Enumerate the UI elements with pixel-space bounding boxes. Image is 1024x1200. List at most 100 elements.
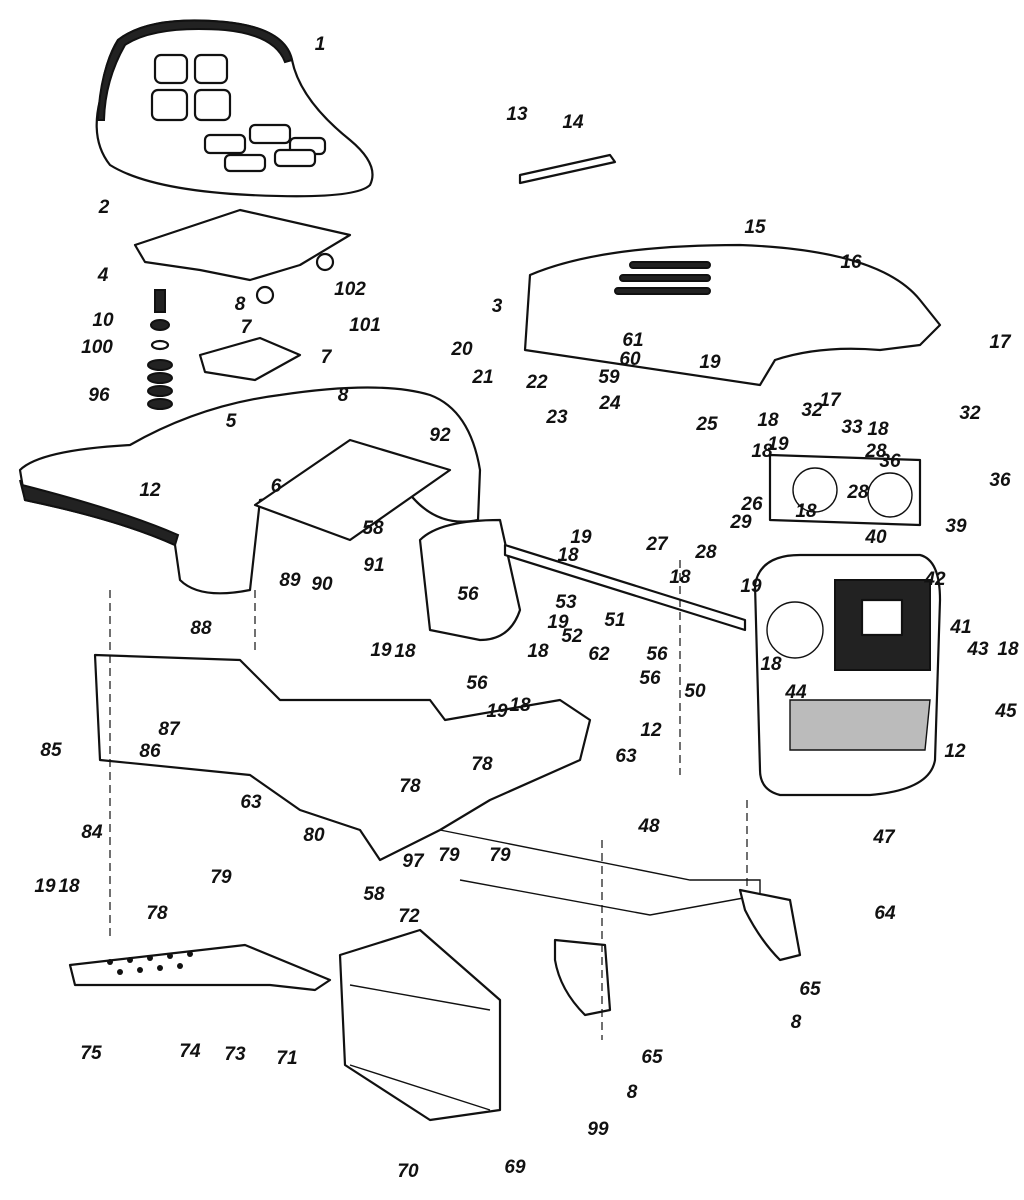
part-number-label: 13 xyxy=(506,104,528,125)
part-number-label: 102 xyxy=(334,279,366,300)
seat xyxy=(95,19,374,198)
part-number-label: 61 xyxy=(622,330,644,351)
part-number-label: 12 xyxy=(640,720,662,741)
part-number-label: 56 xyxy=(457,584,479,605)
part-number-label: 28 xyxy=(695,542,717,563)
part-number-label: 99 xyxy=(587,1119,609,1140)
part-number-label: 36 xyxy=(989,470,1011,491)
part-number-label: 75 xyxy=(80,1043,102,1064)
hood xyxy=(523,243,942,387)
part-number-label: 42 xyxy=(924,569,946,590)
part-number-label: 85 xyxy=(40,740,62,761)
part-number-label: 19 xyxy=(547,612,569,633)
part-number-label: 1 xyxy=(314,34,326,55)
part-number-label: 73 xyxy=(224,1044,246,1065)
battery-cover xyxy=(338,928,502,1122)
part-number-label: 18 xyxy=(509,695,531,716)
part-number-label: 71 xyxy=(276,1048,298,1069)
part-number-label: 56 xyxy=(466,673,488,694)
part-number-label: 96 xyxy=(88,385,110,406)
part-number-label: 41 xyxy=(950,617,972,638)
part-number-label: 65 xyxy=(641,1047,663,1068)
part-number-label: 8 xyxy=(626,1082,638,1103)
part-number-label: 28 xyxy=(847,482,869,503)
part-number-label: 48 xyxy=(638,816,660,837)
part-number-label: 39 xyxy=(945,516,967,537)
part-number-label: 19 xyxy=(370,640,392,661)
part-number-label: 5 xyxy=(225,411,237,432)
fender xyxy=(18,386,482,595)
part-number-label: 70 xyxy=(397,1161,419,1182)
part-number-label: 16 xyxy=(840,252,862,273)
part-number-label: 50 xyxy=(684,681,706,702)
part-number-label: 32 xyxy=(959,403,981,424)
part-number-label: 40 xyxy=(865,527,887,548)
part-number-label: 100 xyxy=(81,337,113,358)
part-number-label: 59 xyxy=(598,367,620,388)
part-number-label: 8 xyxy=(337,385,349,406)
part-number-label: 88 xyxy=(190,618,212,639)
part-number-label: 45 xyxy=(995,701,1017,722)
part-number-label: 19 xyxy=(740,576,762,597)
part-number-label: 18 xyxy=(751,441,773,462)
part-number-label: 84 xyxy=(81,822,103,843)
part-number-label: 7 xyxy=(320,347,332,368)
part-number-label: 91 xyxy=(363,555,385,576)
part-number-label: 78 xyxy=(399,776,421,797)
part-number-label: 62 xyxy=(588,644,610,665)
part-number-label: 69 xyxy=(504,1157,526,1178)
part-number-label: 60 xyxy=(619,349,641,370)
part-number-label: 65 xyxy=(799,979,821,1000)
part-number-label: 18 xyxy=(557,545,579,566)
part-number-label: 44 xyxy=(785,682,807,703)
part-number-label: 19 xyxy=(486,701,508,722)
part-number-label: 8 xyxy=(790,1012,802,1033)
part-number-label: 4 xyxy=(97,265,109,286)
part-number-label: 18 xyxy=(997,639,1019,660)
part-number-label: 12 xyxy=(944,741,966,762)
part-number-label: 3 xyxy=(491,296,503,317)
part-number-label: 90 xyxy=(311,574,333,595)
part-number-label: 87 xyxy=(158,719,180,740)
part-number-label: 97 xyxy=(402,851,424,872)
part-number-label: 56 xyxy=(639,668,661,689)
part-number-label: 63 xyxy=(615,746,637,767)
part-number-label: 101 xyxy=(349,315,381,336)
part-number-label: 79 xyxy=(210,867,232,888)
part-number-label: 17 xyxy=(989,332,1011,353)
part-number-label: 92 xyxy=(429,425,451,446)
frame xyxy=(93,653,592,862)
part-number-label: 80 xyxy=(303,825,325,846)
part-number-label: 18 xyxy=(527,641,549,662)
part-number-label: 18 xyxy=(58,876,80,897)
part-number-label: 47 xyxy=(873,827,895,848)
part-number-label: 79 xyxy=(489,845,511,866)
part-number-label: 63 xyxy=(240,792,262,813)
part-number-label: 89 xyxy=(279,570,301,591)
part-number-label: 23 xyxy=(546,407,568,428)
part-number-label: 18 xyxy=(795,501,817,522)
part-number-label: 15 xyxy=(744,217,766,238)
part-number-label: 22 xyxy=(526,372,548,393)
part-number-label: 14 xyxy=(562,112,584,133)
part-number-label: 58 xyxy=(362,518,384,539)
part-number-label: 78 xyxy=(471,754,493,775)
part-number-label: 18 xyxy=(394,641,416,662)
part-number-label: 51 xyxy=(604,610,626,631)
part-number-label: 27 xyxy=(646,534,668,555)
part-number-label: 32 xyxy=(801,400,823,421)
part-number-label: 24 xyxy=(599,393,621,414)
part-number-label: 26 xyxy=(741,494,763,515)
part-number-label: 28 xyxy=(865,441,887,462)
part-number-label: 64 xyxy=(874,903,896,924)
part-number-label: 19 xyxy=(570,527,592,548)
part-number-label: 29 xyxy=(730,512,752,533)
part-number-label: 36 xyxy=(879,451,901,472)
part-number-label: 2 xyxy=(98,197,110,218)
part-number-label: 79 xyxy=(438,845,460,866)
part-number-label: 20 xyxy=(451,339,473,360)
part-number-label: 18 xyxy=(757,410,779,431)
part-number-label: 53 xyxy=(555,592,577,613)
part-number-label: 19 xyxy=(767,434,789,455)
